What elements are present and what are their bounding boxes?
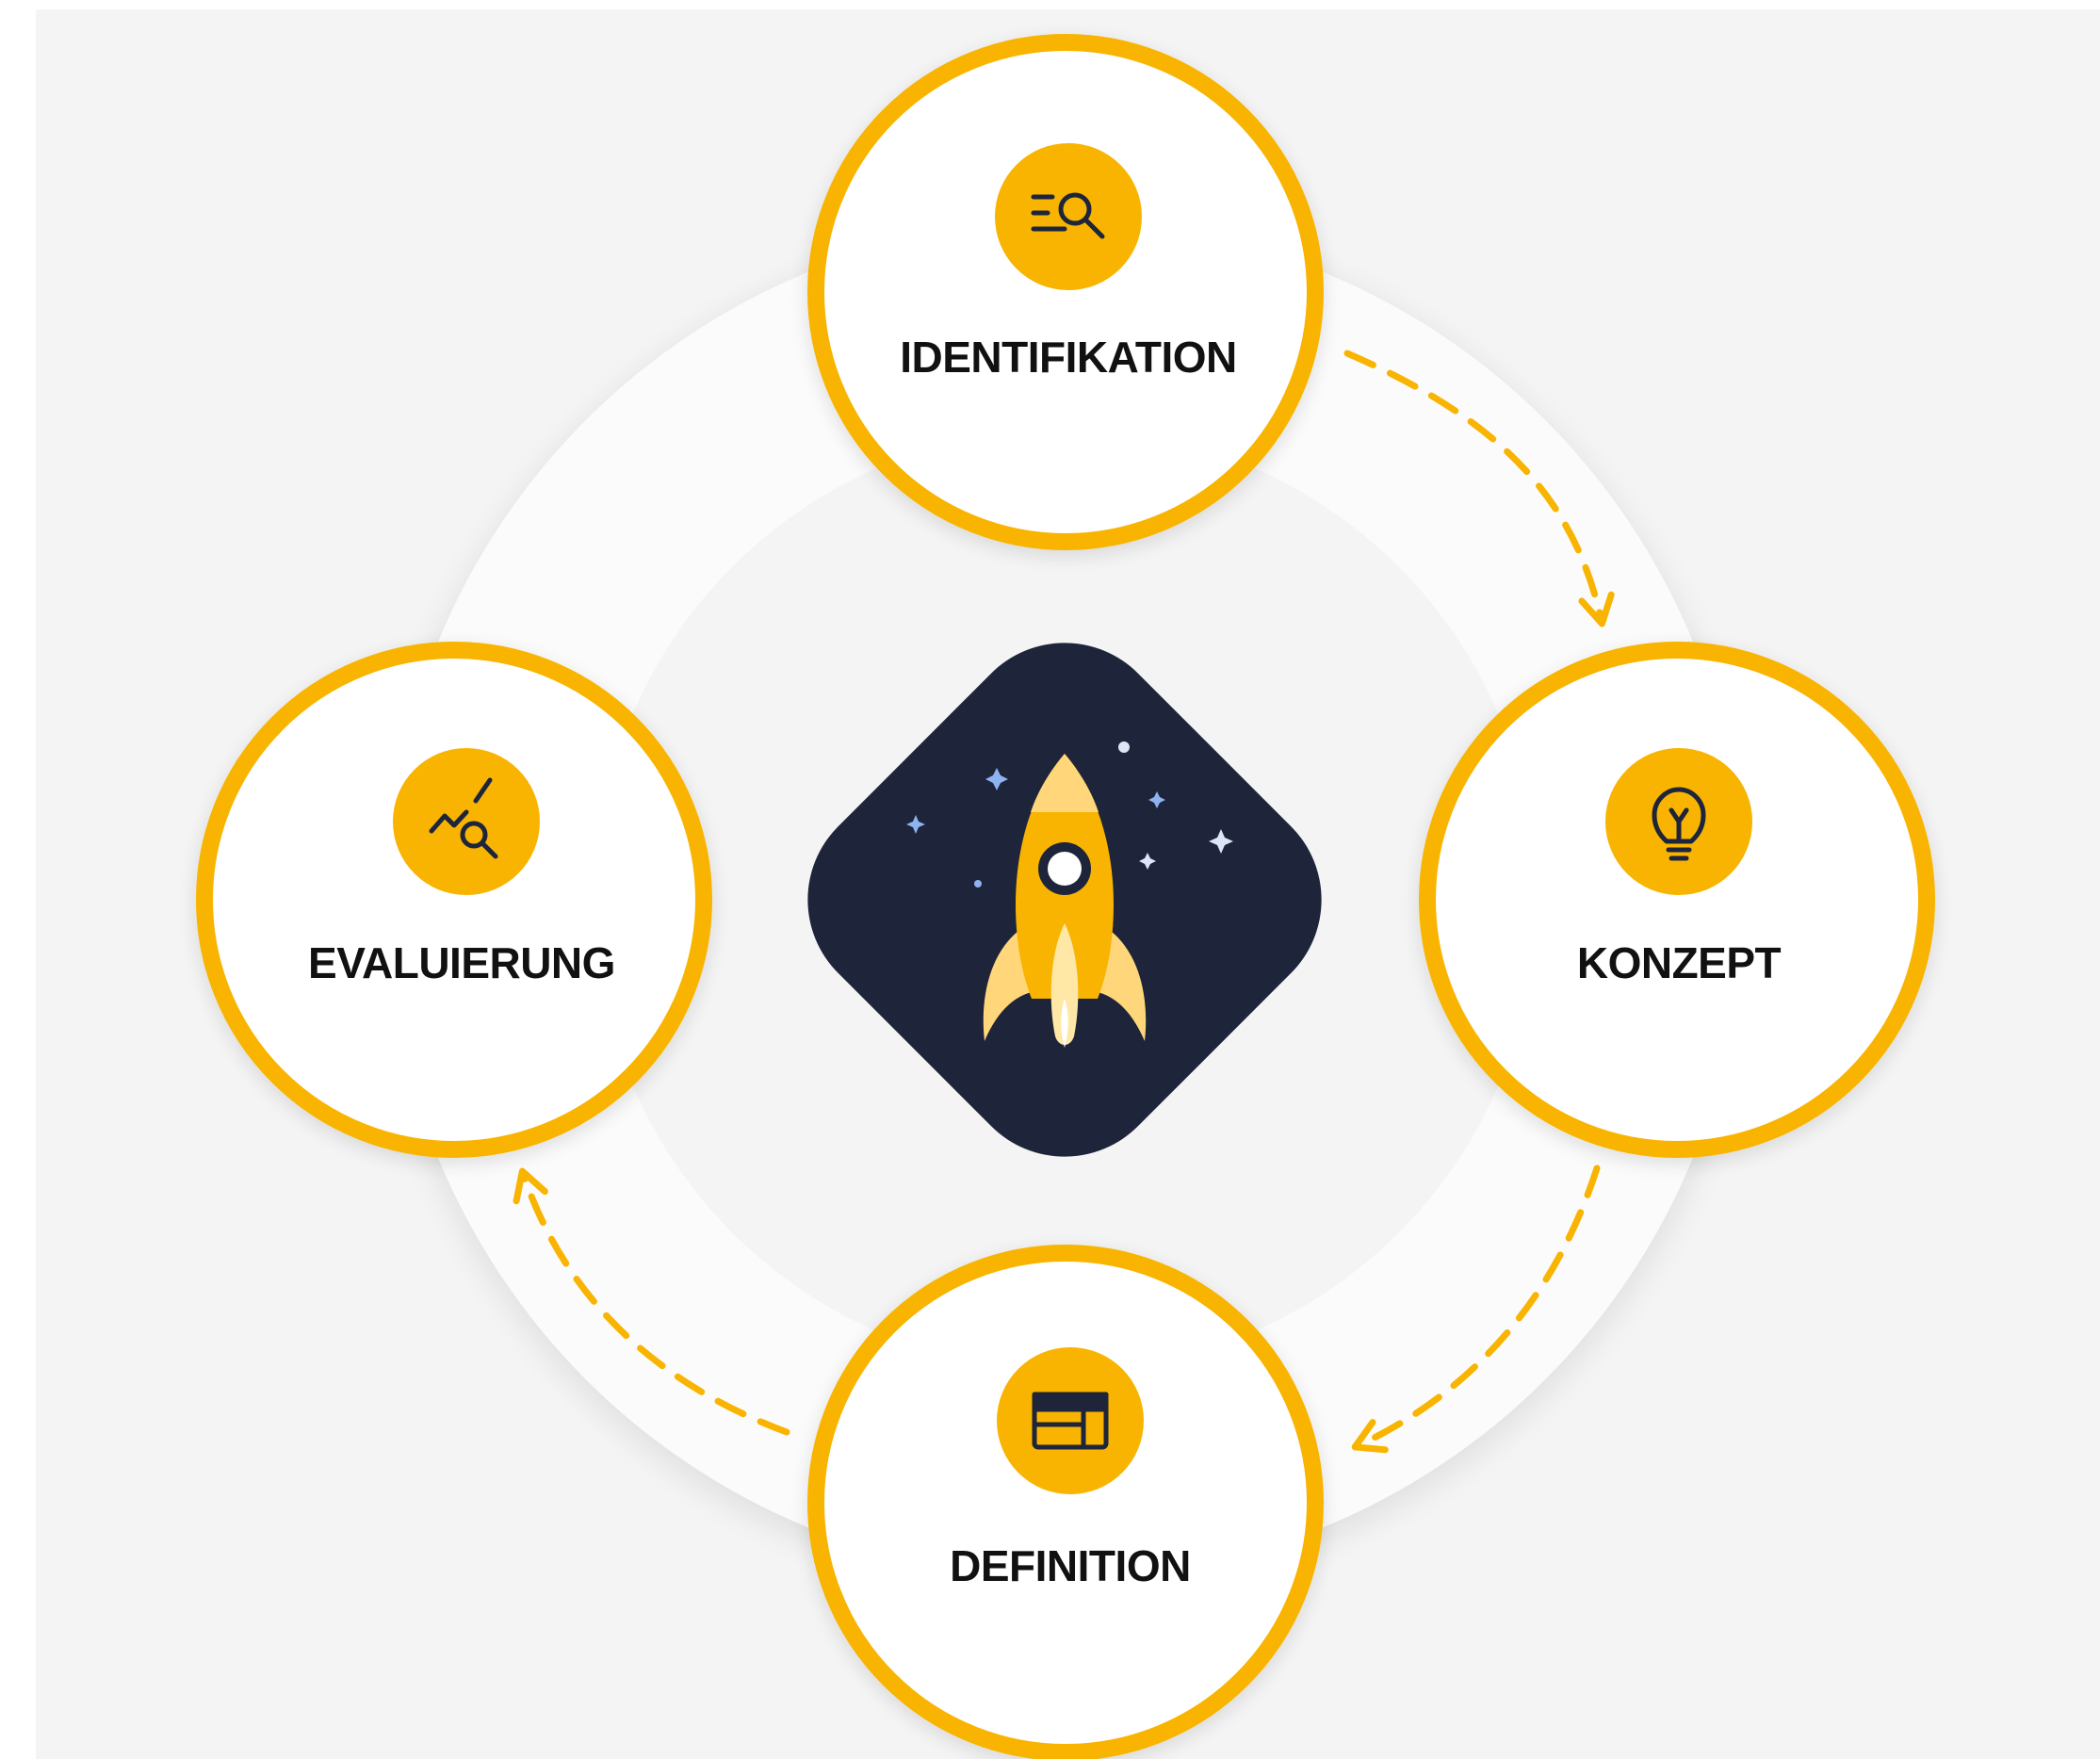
star-icon [1118, 741, 1130, 753]
node-label: IDENTIFIKATION [900, 333, 1237, 382]
star-icon [974, 880, 982, 888]
chart-search-icon [429, 777, 498, 859]
node-konzept[interactable]: KONZEPT [1419, 642, 1935, 1158]
star-icon [1209, 829, 1233, 854]
star-icon [1139, 853, 1156, 870]
node-label: DEFINITION [950, 1541, 1191, 1590]
connectors [513, 350, 1615, 1454]
node-circle [807, 34, 1324, 550]
stars [906, 741, 1233, 888]
lightbulb-icon [1652, 787, 1706, 861]
connector-konzept-definition [1351, 1165, 1601, 1454]
node-label: KONZEPT [1577, 938, 1782, 987]
star-icon [985, 768, 1008, 790]
node-evaluierung[interactable]: EVALUIERUNG [196, 642, 712, 1158]
connector-definition-evaluierung [513, 1167, 790, 1436]
list-search-icon [1031, 192, 1105, 239]
star-icon [906, 815, 925, 834]
node-circle [1419, 642, 1935, 1158]
node-identifikation[interactable]: IDENTIFIKATION [807, 34, 1324, 550]
node-icon-badge [995, 143, 1142, 290]
star-icon [1148, 791, 1165, 808]
node-icon-badge [393, 748, 540, 895]
layout-window-icon [1032, 1392, 1109, 1450]
connector-identifikation-konzept [1343, 350, 1615, 627]
node-definition[interactable]: DEFINITION [807, 1245, 1324, 1759]
node-label: EVALUIERUNG [308, 938, 615, 987]
node-icon-badge [997, 1347, 1144, 1494]
node-circle [807, 1245, 1324, 1759]
center-rocket-tile [807, 643, 1322, 1157]
rocket-icon [983, 754, 1147, 1048]
node-circle [196, 642, 712, 1158]
